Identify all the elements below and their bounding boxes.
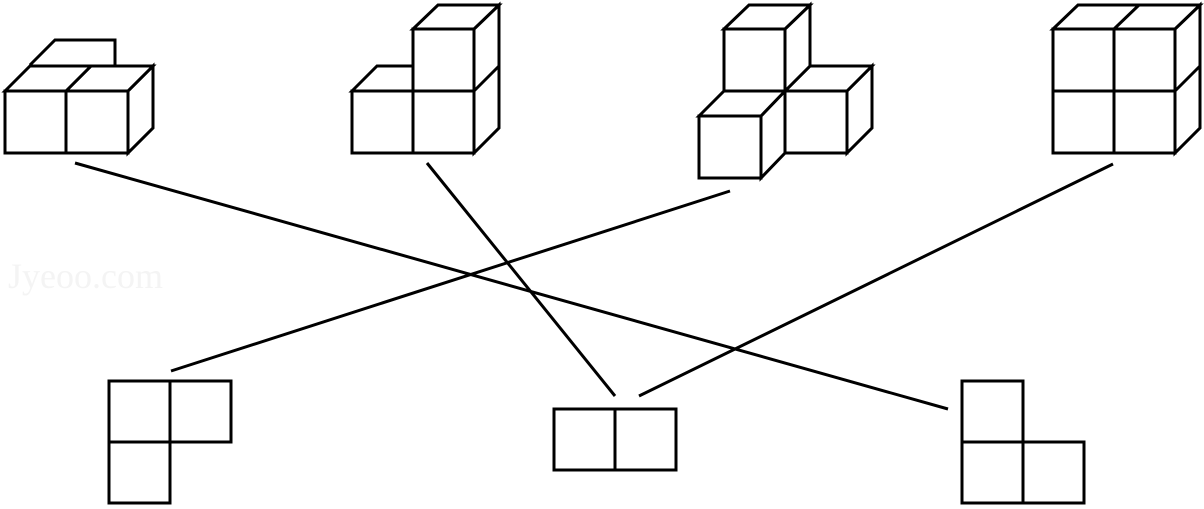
- view-3: [960, 379, 1086, 505]
- solid-4: [1049, 1, 1204, 157]
- view-1: [107, 379, 233, 505]
- watermark: Jyeoo.com: [8, 256, 163, 296]
- solid-3: [695, 1, 876, 182]
- solid-1: [1, 38, 157, 157]
- connector-solid-3-view-1: [170, 189, 731, 373]
- connector-solid-4-view-2: [638, 162, 1114, 398]
- solid-2: [348, 1, 503, 157]
- connector-solid-2-view-2: [425, 162, 617, 397]
- connector-solid-1-view-3: [74, 161, 949, 411]
- view-2: [552, 407, 678, 472]
